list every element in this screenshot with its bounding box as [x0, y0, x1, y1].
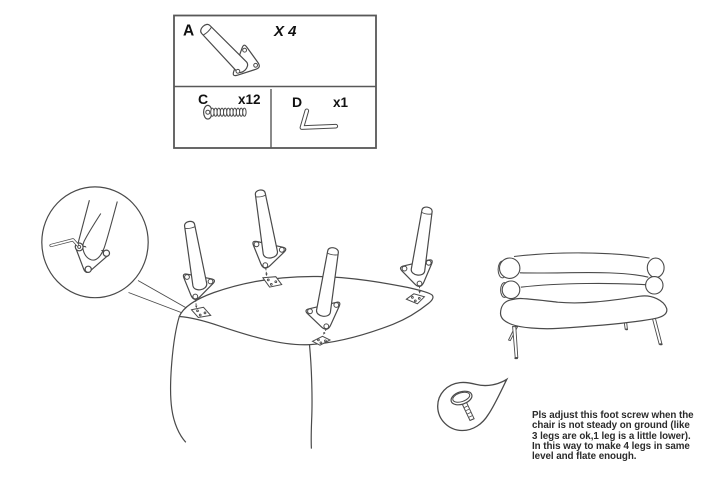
svg-text:x12: x12: [238, 92, 261, 107]
svg-text:D: D: [292, 94, 302, 110]
svg-text:C: C: [198, 91, 208, 107]
svg-text:x1: x1: [333, 95, 349, 110]
svg-text:A: A: [183, 23, 194, 40]
svg-text:X 4: X 4: [273, 23, 297, 40]
